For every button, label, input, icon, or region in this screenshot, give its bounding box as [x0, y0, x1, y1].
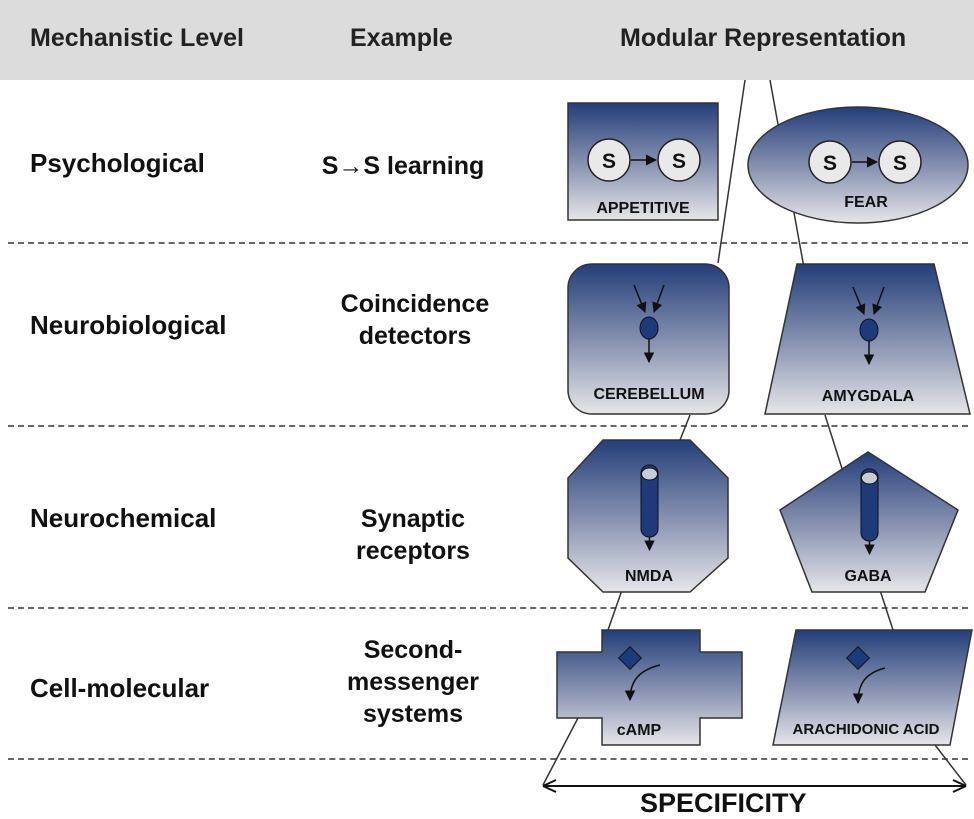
- example-neurochemical: Synaptic receptors: [303, 503, 523, 567]
- level-psychological: Psychological: [30, 148, 205, 178]
- module-label-gaba: GABA: [844, 568, 892, 585]
- module-label-fear: FEAR: [844, 194, 888, 211]
- module-cerebellum: CEREBELLUM: [567, 263, 730, 415]
- example-psychological: S→S learning: [293, 150, 513, 182]
- stimulus-node: [657, 138, 701, 182]
- row-divider: [8, 758, 968, 760]
- header-modular-representation: Modular Representation: [620, 24, 907, 52]
- module-label-appetitive: APPETITIVE: [596, 200, 690, 217]
- messenger-icon: [617, 645, 643, 671]
- row-divider: [8, 425, 968, 427]
- signal-arrow: [624, 664, 661, 702]
- connector-line: [679, 414, 691, 441]
- neuron-icon: [639, 316, 659, 340]
- signal-arrow: [852, 667, 886, 705]
- stimulus-node: [808, 140, 852, 184]
- module-shape: [772, 629, 973, 746]
- header-mechanistic-level: Mechanistic Level: [30, 24, 244, 52]
- module-label-camp: cAMP: [617, 722, 662, 739]
- example-cell-molecular: Second- messenger systems: [303, 634, 523, 730]
- connector-line: [934, 744, 967, 786]
- example-line: S→S learning: [321, 152, 485, 180]
- example-line: receptors: [356, 537, 470, 565]
- module-camp: cAMP: [556, 629, 743, 746]
- stimulus-label: S: [672, 150, 686, 173]
- module-label-arachidonic-acid: ARACHIDONIC ACID: [793, 721, 940, 738]
- module-shape: [556, 629, 743, 746]
- connector-line: [879, 589, 894, 631]
- example-line: messenger: [346, 668, 480, 696]
- row-divider: [8, 242, 968, 244]
- receptor-channel-top: [861, 471, 878, 485]
- messenger-icon: [845, 645, 871, 671]
- example-line: detectors: [358, 322, 472, 350]
- level-neurobiological: Neurobiological: [30, 310, 227, 340]
- neuron-icon: [859, 318, 879, 342]
- module-appetitive: S S APPETITIVE: [567, 102, 719, 221]
- stimulus-node: [878, 140, 922, 184]
- input-arrow: [872, 286, 885, 315]
- specificity-axis: [542, 779, 967, 793]
- connector-line: [607, 589, 623, 631]
- module-label-nmda: NMDA: [625, 568, 673, 585]
- module-gaba: GABA: [779, 451, 959, 593]
- connector-line: [824, 414, 846, 479]
- example-line: Synaptic: [360, 505, 466, 533]
- input-arrow: [633, 284, 647, 313]
- module-arachidonic-acid: ARACHIDONIC ACID: [772, 629, 973, 746]
- specificity-arrowhead-right: [952, 779, 967, 793]
- example-neurobiological: Coincidence detectors: [305, 288, 525, 352]
- connector-line: [717, 79, 746, 264]
- module-label-cerebellum: CEREBELLUM: [593, 386, 704, 403]
- module-amygdala: AMYGDALA: [764, 263, 971, 415]
- level-cell-molecular: Cell-molecular: [30, 673, 210, 703]
- stimulus-label: S: [602, 150, 616, 173]
- module-shape: [747, 106, 969, 224]
- module-nmda: NMDA: [567, 439, 729, 593]
- module-fear: S S FEAR: [747, 106, 969, 224]
- header-example: Example: [350, 24, 453, 52]
- level-neurochemical: Neurochemical: [30, 503, 217, 533]
- stimulus-label: S: [823, 152, 837, 175]
- connector-line: [542, 717, 579, 786]
- header-bar: Mechanistic Level Example Modular Repres…: [0, 0, 974, 80]
- example-line: Coincidence: [340, 290, 490, 318]
- example-line: systems: [362, 700, 464, 728]
- input-arrow: [852, 286, 866, 315]
- row-divider: [8, 607, 968, 609]
- receptor-channel-top: [641, 467, 658, 481]
- specificity-arrowhead-left: [542, 779, 557, 793]
- module-label-amygdala: AMYGDALA: [822, 388, 915, 405]
- input-arrow: [652, 284, 665, 313]
- stimulus-node: [587, 138, 631, 182]
- stimulus-label: S: [893, 152, 907, 175]
- specificity-label: SPECIFICITY: [640, 788, 807, 818]
- example-line: Second-: [363, 636, 463, 664]
